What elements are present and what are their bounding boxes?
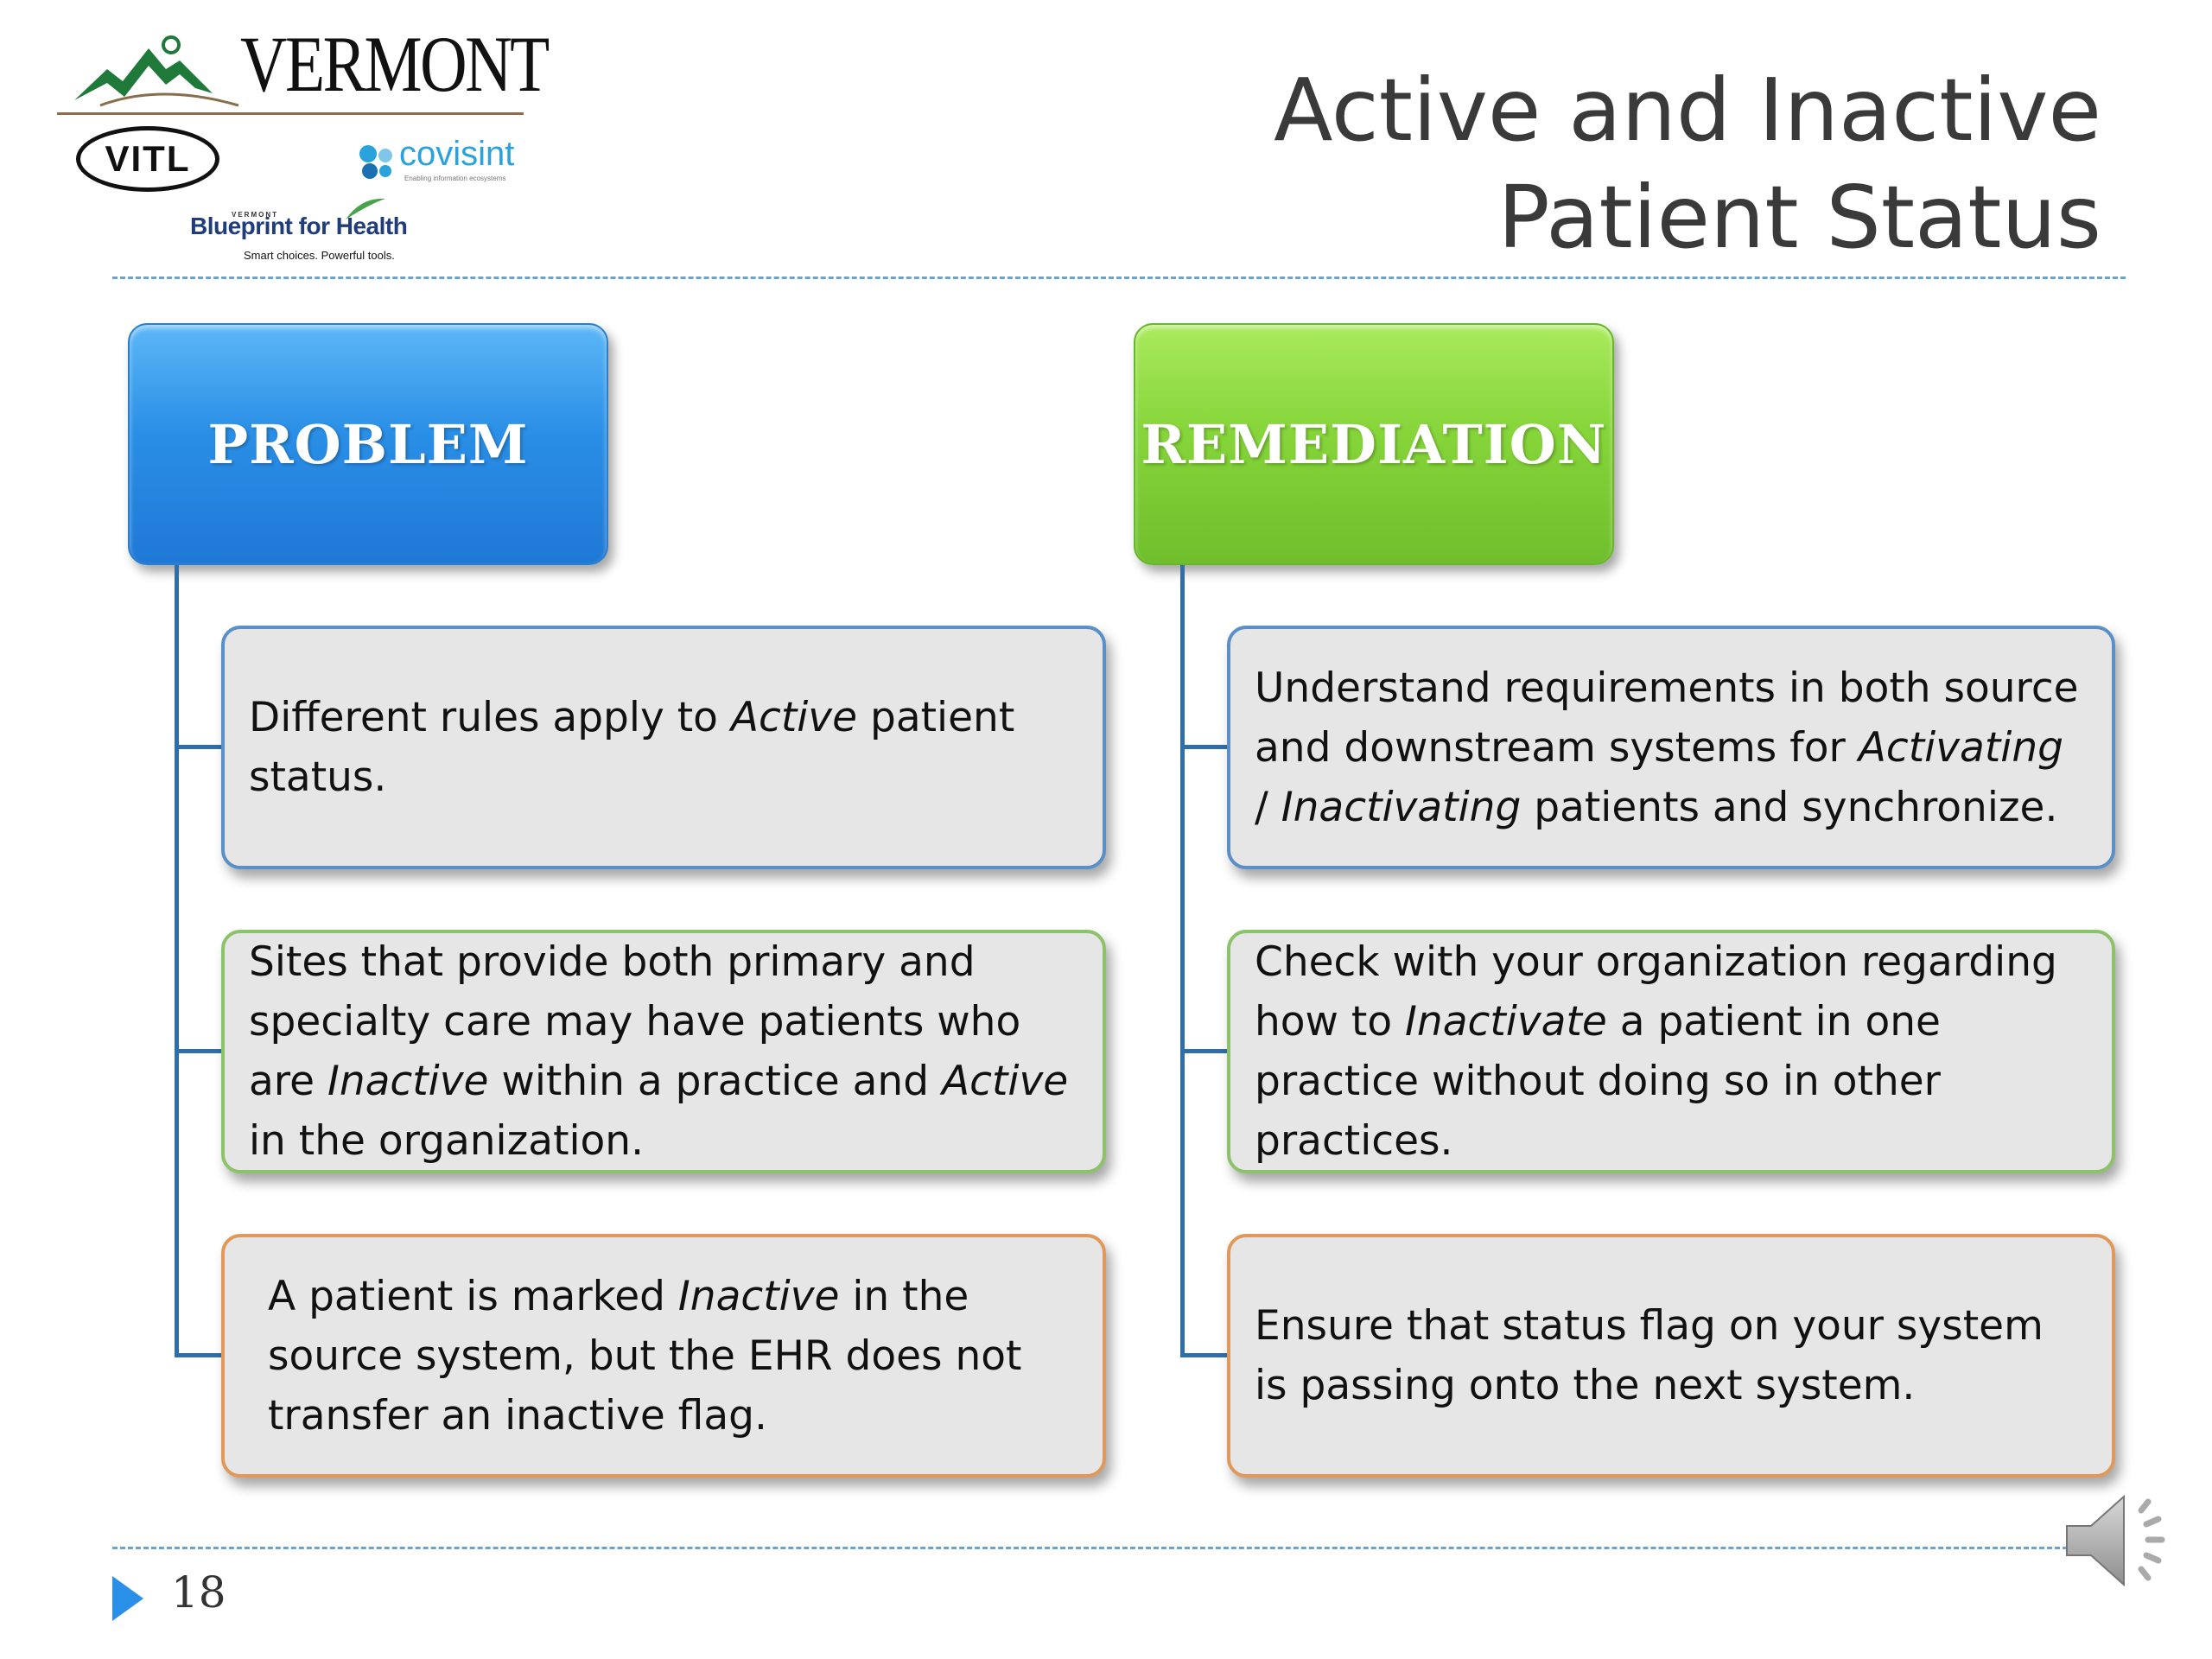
covisint-tagline: Enabling information ecosystems: [404, 175, 506, 182]
problem-item-text: Sites that provide both primary and spec…: [249, 938, 1069, 1165]
remediation-connector-branch: [1180, 1049, 1229, 1053]
remediation-item-text: Check with your organization regarding h…: [1255, 938, 2057, 1165]
problem-item-text: Different rules apply to Active patient …: [249, 694, 1015, 801]
remediation-connector-line: [1180, 565, 1185, 1357]
problem-connector-branch: [175, 1353, 223, 1357]
problem-item: A patient is marked Inactive in the sour…: [221, 1234, 1106, 1478]
logo-divider: [57, 112, 524, 115]
covisint-logo-text: covisint: [399, 135, 515, 173]
slide-title-line-2: Patient Status: [1497, 167, 2101, 268]
problem-item: Sites that provide both primary and spec…: [221, 930, 1106, 1173]
remediation-connector-branch: [1180, 1353, 1229, 1357]
problem-connector-branch: [175, 1049, 223, 1053]
blueprint-logo-text: Blueprint for Health: [190, 213, 408, 239]
speaker-icon[interactable]: [2062, 1484, 2183, 1597]
page-number: 18: [171, 1567, 226, 1618]
blueprint-tagline: Smart choices. Powerful tools.: [244, 249, 395, 262]
vermont-mountain-logo-icon: [74, 35, 239, 107]
vermont-logo-text: VERMONT: [240, 20, 550, 108]
top-divider: [112, 276, 2126, 279]
problem-header: PROBLEM: [128, 323, 608, 565]
slide-title-line-1: Active and Inactive: [1274, 60, 2101, 161]
remediation-item-text: Ensure that status flag on your system i…: [1255, 1302, 2044, 1409]
play-arrow-icon[interactable]: [111, 1574, 145, 1623]
remediation-item: Check with your organization regarding h…: [1227, 930, 2115, 1173]
bottom-divider: [112, 1547, 2091, 1549]
slide-title: Active and Inactive Patient Status: [1274, 57, 2101, 271]
problem-item-text: A patient is marked Inactive in the sour…: [268, 1272, 1022, 1440]
remediation-header: REMEDIATION: [1134, 323, 1614, 565]
remediation-item: Understand requirements in both source a…: [1227, 626, 2115, 869]
vitl-logo: VITL: [76, 126, 219, 192]
problem-item: Different rules apply to Active patient …: [221, 626, 1106, 869]
remediation-item: Ensure that status flag on your system i…: [1227, 1234, 2115, 1478]
covisint-dots-icon: [359, 145, 392, 179]
blueprint-logo-top: VERMONT: [232, 211, 278, 219]
remediation-connector-branch: [1180, 745, 1229, 749]
remediation-item-text: Understand requirements in both source a…: [1255, 664, 2079, 831]
problem-connector-line: [175, 565, 179, 1357]
problem-connector-branch: [175, 745, 223, 749]
blueprint-leaf-icon: [346, 198, 385, 219]
